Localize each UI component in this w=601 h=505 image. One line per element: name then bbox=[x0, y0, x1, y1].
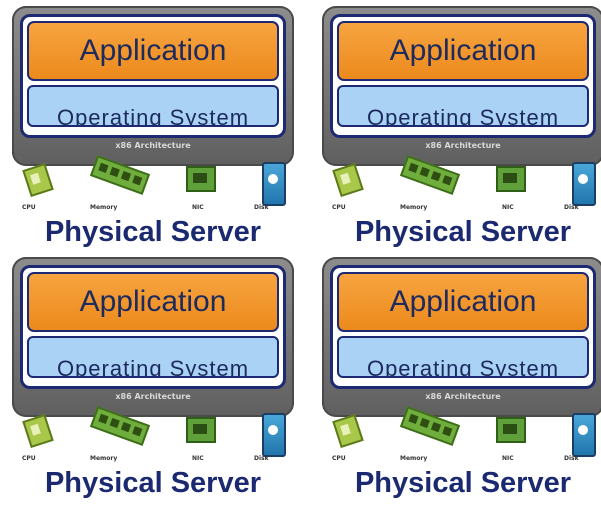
disk-icon bbox=[572, 162, 596, 206]
cpu-label: CPU bbox=[332, 455, 346, 462]
disk-label: Disk bbox=[254, 455, 269, 462]
memory-label: Memory bbox=[90, 455, 118, 462]
nic-icon bbox=[186, 417, 216, 443]
disk-label: Disk bbox=[564, 455, 579, 462]
memory-label: Memory bbox=[90, 204, 118, 211]
software-stack: Application Operating System bbox=[330, 265, 596, 389]
server-chassis: Application Operating System x86 Archite… bbox=[322, 257, 601, 417]
cpu-icon bbox=[332, 413, 364, 449]
disk-label: Disk bbox=[254, 204, 269, 211]
physical-server-label: Physical Server bbox=[44, 467, 262, 499]
software-stack: Application Operating System bbox=[330, 14, 596, 138]
os-layer: Operating System bbox=[27, 336, 279, 378]
nic-label: NIC bbox=[192, 204, 204, 211]
software-stack: Application Operating System bbox=[20, 265, 286, 389]
physical-server-2: Application Operating System x86 Archite… bbox=[8, 255, 298, 505]
nic-icon bbox=[496, 417, 526, 443]
disk-label: Disk bbox=[564, 204, 579, 211]
os-layer: Operating System bbox=[337, 85, 589, 127]
os-layer: Operating System bbox=[27, 85, 279, 127]
application-layer: Application bbox=[27, 21, 279, 81]
nic-icon bbox=[496, 166, 526, 192]
architecture-label: x86 Architecture bbox=[425, 141, 501, 150]
physical-server-0: Application Operating System x86 Archite… bbox=[8, 4, 298, 254]
os-layer: Operating System bbox=[337, 336, 589, 378]
application-label: Application bbox=[389, 34, 537, 67]
physical-server-1: Application Operating System x86 Archite… bbox=[318, 4, 601, 254]
architecture-label: x86 Architecture bbox=[115, 141, 191, 150]
os-label: Operating System bbox=[366, 105, 560, 127]
server-chassis: Application Operating System x86 Archite… bbox=[322, 6, 601, 166]
application-label: Application bbox=[79, 285, 227, 318]
disk-icon bbox=[262, 162, 286, 206]
server-chassis: Application Operating System x86 Archite… bbox=[12, 6, 294, 166]
application-layer: Application bbox=[27, 272, 279, 332]
cpu-label: CPU bbox=[332, 204, 346, 211]
cpu-icon bbox=[22, 413, 54, 449]
os-label: Operating System bbox=[366, 356, 560, 378]
server-chassis: Application Operating System x86 Archite… bbox=[12, 257, 294, 417]
cpu-icon bbox=[332, 162, 364, 198]
memory-label: Memory bbox=[400, 455, 428, 462]
application-layer: Application bbox=[337, 272, 589, 332]
architecture-label: x86 Architecture bbox=[115, 392, 191, 401]
physical-server-label: Physical Server bbox=[354, 467, 572, 499]
memory-label: Memory bbox=[400, 204, 428, 211]
physical-server-3: Application Operating System x86 Archite… bbox=[318, 255, 601, 505]
os-label: Operating System bbox=[56, 105, 250, 127]
nic-label: NIC bbox=[192, 455, 204, 462]
application-label: Application bbox=[79, 34, 227, 67]
application-label: Application bbox=[389, 285, 537, 318]
nic-label: NIC bbox=[502, 204, 514, 211]
disk-icon bbox=[262, 413, 286, 457]
nic-label: NIC bbox=[502, 455, 514, 462]
cpu-label: CPU bbox=[22, 455, 36, 462]
physical-server-label: Physical Server bbox=[354, 216, 572, 248]
physical-server-label: Physical Server bbox=[44, 216, 262, 248]
cpu-icon bbox=[22, 162, 54, 198]
software-stack: Application Operating System bbox=[20, 14, 286, 138]
cpu-label: CPU bbox=[22, 204, 36, 211]
nic-icon bbox=[186, 166, 216, 192]
disk-icon bbox=[572, 413, 596, 457]
os-label: Operating System bbox=[56, 356, 250, 378]
architecture-label: x86 Architecture bbox=[425, 392, 501, 401]
application-layer: Application bbox=[337, 21, 589, 81]
